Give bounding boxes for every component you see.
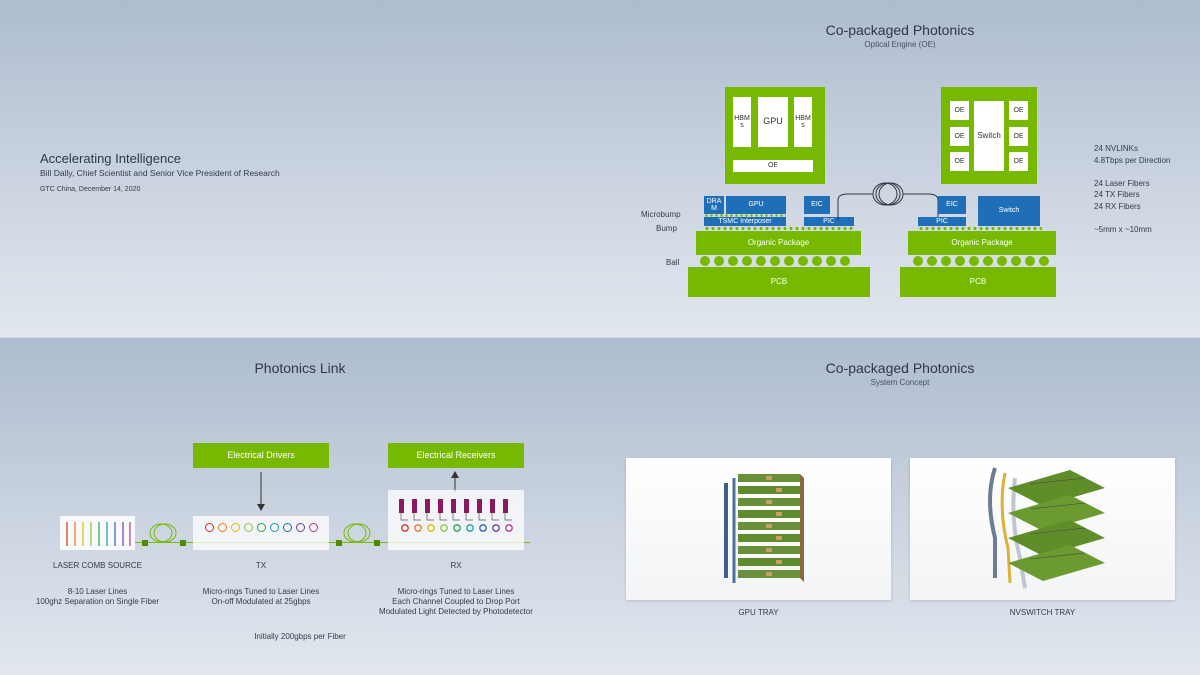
bump-row [704,226,854,231]
footer-note: Initially 200gbps per Fiber [254,632,346,641]
desc-line: On-off Modulated at 25gbps [211,597,311,606]
spec-line: 24 Laser Fibers [1094,178,1150,188]
electrical-receivers-box: Electrical Receivers [388,443,524,468]
spec-line: 24 NVLINKs [1094,144,1139,153]
spec-list: 24 NVLINKs 4.8Tbps per Direction 24 Lase… [1094,143,1170,235]
photodetector-array [399,499,513,532]
driver-arrow [257,472,265,511]
gpu-tray-image [626,458,891,600]
fiber-coil [343,523,371,543]
fiber-coil [149,523,177,543]
nvswitch-tray-render [988,467,1105,589]
nvswitch-tray-label: NVSWITCH TRAY [1009,608,1076,617]
electrical-drivers-box: Electrical Drivers [193,443,329,468]
fiber-connector [374,540,380,546]
desc-line: 100ghz Separation on Single Fiber [35,597,160,606]
dram-chip: DRA M [704,196,724,214]
pic-chip: PIC [918,217,966,226]
laser-comb-label: LASER COMB SOURCE [53,561,142,570]
oe-module: OE [950,127,969,146]
spec-line: 4.8Tbps per Direction [1094,155,1171,165]
tx-box [193,516,329,550]
spec-line [1094,166,1170,178]
panel-title: Co-packaged Photonics [825,22,975,38]
gpu-die: GPU [758,97,788,147]
organic-package: Organic Package [696,231,861,255]
nvswitch-tray-image [910,458,1175,600]
switch-package-top-view: OE OE OE Switch OE OE OE [941,87,1037,184]
receiver-arrow [451,471,459,492]
hbm-left: HBM s [733,97,751,147]
oe-module: OE [733,160,813,172]
pcb-board: PCB [900,267,1056,297]
ball-row [700,256,860,267]
laser-comb-box [60,516,135,550]
photonics-link-panel: Photonics Link Electrical Drivers Electr… [0,338,600,675]
fiber-line [135,542,530,543]
spec-line: ~5mm x ~10mm [1094,224,1152,234]
spec-line: 24 TX Fibers [1094,190,1140,199]
laser-lines [66,522,131,546]
desc-line: Micro-rings Tuned to Laser Lines [202,587,320,596]
laser-description: 8-10 Laser Lines 100ghz Separation on Si… [20,587,175,607]
eic-chip: EIC [804,196,830,214]
oe-module: OE [950,101,969,120]
desc-line: Micro-rings Tuned to Laser Lines [397,587,515,596]
microbump-row [704,214,786,217]
pic-chip: PIC [804,217,854,226]
gpu-package-top-view: HBM s GPU HBM s OE [725,87,825,184]
ball-row [913,256,1053,267]
rx-box [388,490,524,550]
switch-chip: Switch [978,196,1040,226]
spec-line [1094,212,1170,224]
microbump-label: Microbump [641,210,681,219]
fiber-connector [180,540,186,546]
panel-title: Photonics Link [254,360,346,376]
switch-die: Switch [974,101,1004,171]
fiber-connector [142,540,148,546]
system-concept-panel: Co-packaged Photonics System Concept [600,338,1200,675]
eic-chip: EIC [938,196,966,214]
talk-title: Accelerating Intelligence [40,151,181,166]
speaker-line: Bill Dally, Chief Scientist and Senior V… [40,168,280,178]
interposer: TSMC Interposer [704,217,786,226]
event-line: GTC China, December 14, 2020 [40,186,141,193]
ball-label: Ball [666,258,680,267]
panel-subtitle: Optical Engine (OE) [864,40,936,49]
gpu-chip: GPU [726,196,786,214]
oe-module: OE [950,152,969,171]
oe-module: OE [1009,127,1028,146]
tx-label: TX [255,561,267,570]
title-slide-panel: Accelerating Intelligence Bill Dally, Ch… [0,0,600,337]
oe-module: OE [1009,152,1028,171]
panel-title: Co-packaged Photonics [825,360,975,376]
spec-line: 24 RX Fibers [1094,201,1141,211]
gpu-tray-label: GPU TRAY [738,608,779,617]
fiber-connector [336,540,342,546]
pcb-board: PCB [688,267,870,297]
desc-line: 8-10 Laser Lines [67,587,128,596]
panel-subtitle: System Concept [870,378,930,387]
rx-label: RX [450,561,462,570]
optical-engine-panel: Co-packaged Photonics Optical Engine (OE… [600,0,1200,337]
fiber-coil [837,182,939,220]
desc-line: Each Channel Coupled to Drop Port [392,597,520,606]
tx-description: Micro-rings Tuned to Laser Lines On-off … [183,587,339,607]
organic-package: Organic Package [908,231,1056,255]
gpu-tray-render [724,474,804,583]
bump-label: Bump [656,224,677,233]
bump-row [918,226,1042,231]
hbm-right: HBM s [794,97,812,147]
oe-module: OE [1009,101,1028,120]
desc-line: Modulated Light Detected by Photodetecto… [379,607,533,616]
rx-description: Micro-rings Tuned to Laser Lines Each Ch… [366,587,546,617]
